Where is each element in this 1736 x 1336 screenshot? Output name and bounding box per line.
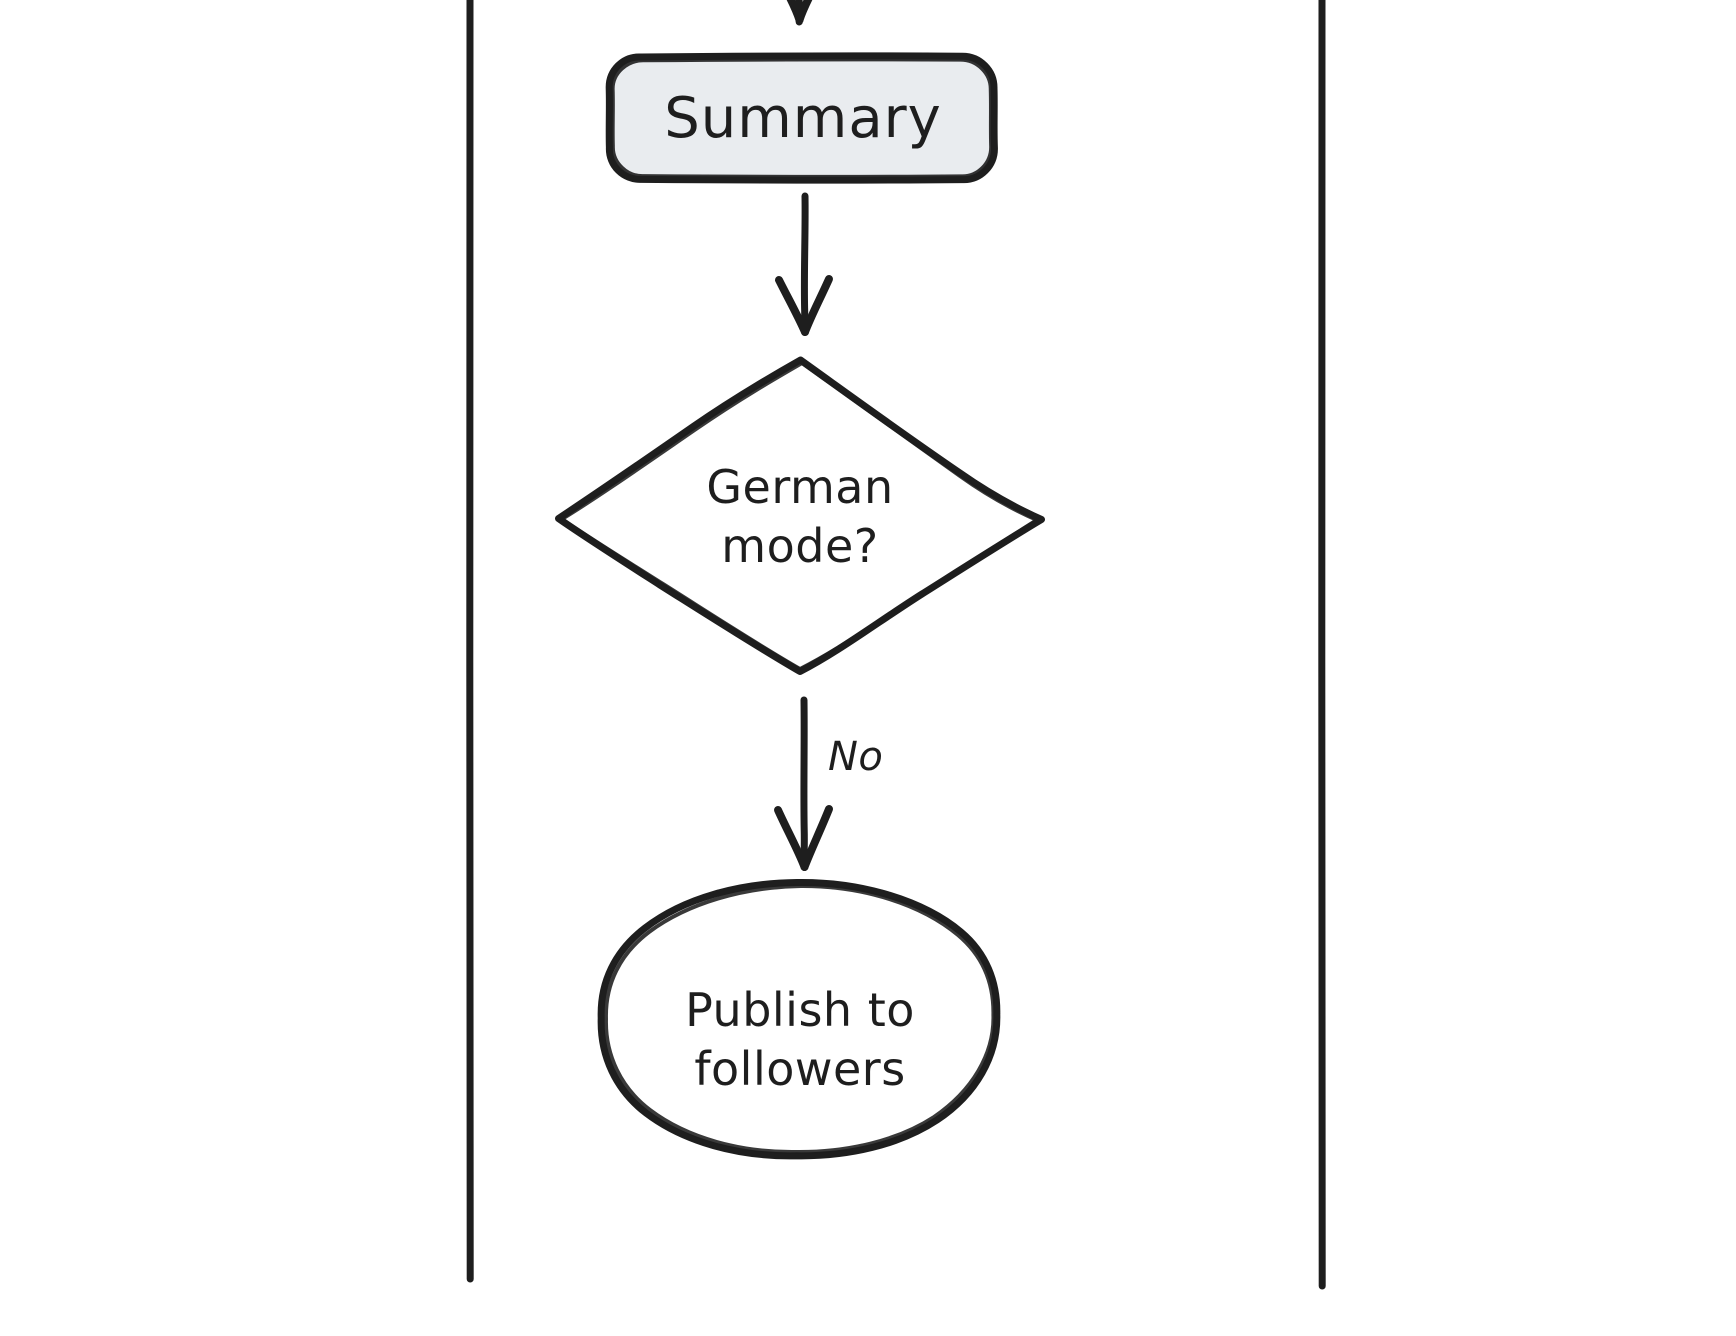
node-summary[interactable] (605, 52, 998, 184)
edge-decision-to-publish (774, 696, 833, 871)
node-publish[interactable] (597, 878, 1001, 1160)
edge-summary-to-decision (775, 192, 833, 336)
node-german-mode[interactable] (555, 356, 1045, 675)
edge-incoming (786, 0, 813, 26)
